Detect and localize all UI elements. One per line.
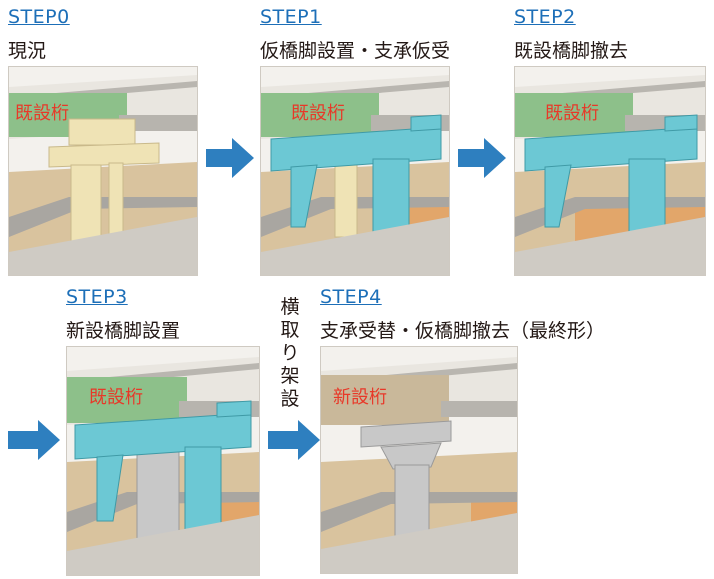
step1-illustration: 既設桁 bbox=[260, 66, 450, 276]
step0-to-step1-arrow bbox=[206, 138, 254, 178]
step4-girder-label: 新設桁 bbox=[333, 387, 387, 408]
step3-girder-label: 既設桁 bbox=[89, 387, 143, 408]
step0-link[interactable]: STEP0 bbox=[8, 6, 70, 28]
step3-to-step4-arrow bbox=[268, 420, 320, 460]
step2-girder-label: 既設桁 bbox=[545, 103, 599, 124]
step2-description: 既設橋脚撤去 bbox=[514, 40, 629, 62]
step2-to-step3-arrow bbox=[8, 420, 60, 460]
step2-illustration: 既設桁 bbox=[514, 66, 706, 276]
step3-description: 新設橋脚設置 bbox=[66, 320, 181, 342]
step1-to-step2-arrow bbox=[458, 138, 506, 178]
lateral-erection-label: 横取り架設 bbox=[280, 296, 300, 410]
step1-girder-label: 既設桁 bbox=[291, 103, 345, 124]
step1-link[interactable]: STEP1 bbox=[260, 6, 322, 28]
step3-link[interactable]: STEP3 bbox=[66, 286, 128, 308]
step4-link[interactable]: STEP4 bbox=[320, 286, 382, 308]
step4-description: 支承受替・仮橋脚撤去（最終形） bbox=[320, 320, 606, 342]
step3-illustration: 既設桁 bbox=[66, 346, 260, 576]
step0-illustration: 既設桁 bbox=[8, 66, 198, 276]
step2-link[interactable]: STEP2 bbox=[514, 6, 576, 28]
step4-illustration: 新設桁 bbox=[320, 346, 518, 574]
step0-description: 現況 bbox=[8, 40, 47, 62]
step1-description: 仮橋脚設置・支承仮受 bbox=[260, 40, 451, 62]
step0-girder-label: 既設桁 bbox=[15, 103, 69, 124]
